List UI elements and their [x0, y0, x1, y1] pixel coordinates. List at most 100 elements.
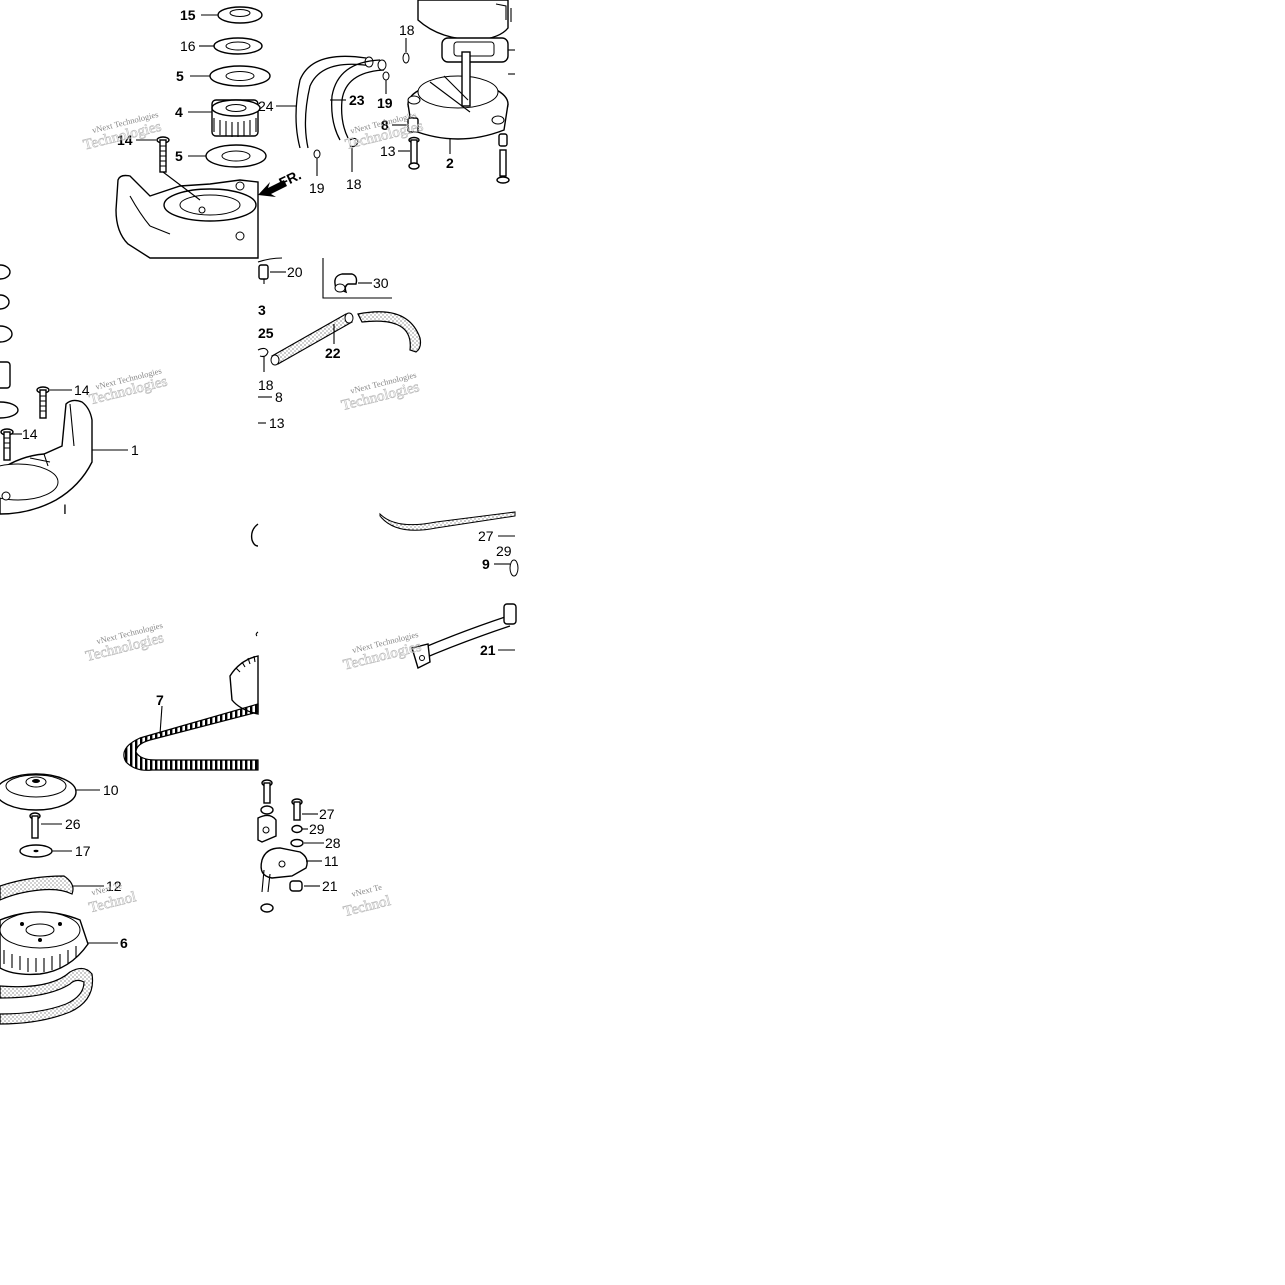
callout-13b: 13 [269, 415, 285, 431]
clip-18a [402, 52, 410, 64]
washer-16 [213, 37, 263, 55]
pulley-10 [0, 773, 77, 811]
nut-21 [289, 880, 303, 892]
washer-28 [290, 838, 304, 848]
watermark-6: Technologies vNext Technologies [341, 629, 423, 674]
callout-23: 23 [349, 92, 365, 108]
callout-7: 7 [156, 692, 164, 708]
callout-13a: 13 [380, 143, 396, 159]
washer-5b [205, 144, 267, 168]
callout-14c: 14 [22, 426, 38, 442]
bracket-1 [0, 399, 93, 515]
front-direction-arrow: FR. [258, 166, 304, 197]
tile-bottom-mid: 27 29 28 11 21 Technol [257, 779, 393, 921]
callout-8b: 8 [275, 389, 283, 405]
tile-top-right: 2 8 13 18 19 [258, 0, 515, 196]
watermark-8: Technol vNext Te [342, 882, 393, 921]
stacked-parts-left [0, 264, 19, 419]
bolt-26 [29, 812, 41, 839]
callout-18a: 18 [399, 22, 415, 38]
callout-22: 22 [325, 345, 341, 361]
callout-16: 16 [180, 38, 196, 54]
callout-30: 30 [373, 275, 389, 291]
edge-bolts [496, 133, 510, 184]
bolt-left-edge [260, 779, 274, 815]
callout-10: 10 [103, 782, 119, 798]
clip-18b [349, 137, 359, 148]
bolt-14b [36, 386, 50, 419]
callout-28: 28 [325, 835, 341, 851]
sensor-bracket-11 [260, 847, 308, 893]
tile-top-left: 15 16 5 4 14 [81, 6, 304, 259]
collar-8a [407, 117, 419, 133]
base-housing-2 [407, 51, 515, 140]
callout-25: 25 [258, 325, 274, 341]
sensor-cable-21 [411, 603, 517, 669]
callout-5a: 5 [176, 68, 184, 84]
callout-21a: 21 [480, 642, 496, 658]
sprocket-4 [211, 99, 261, 137]
plate-12 [0, 875, 74, 901]
hose-22 [270, 311, 422, 366]
washer-29 [291, 824, 303, 834]
bolt-14c [0, 428, 14, 461]
clip-19b [313, 149, 321, 159]
bolt-14a [156, 136, 170, 173]
callout-9: 9 [482, 556, 490, 572]
inset-frame [322, 258, 392, 299]
callout-5b: 5 [175, 148, 183, 164]
tile-lower-left: 7 Technologies vNext Technologies [84, 523, 259, 771]
timing-belt-lower [0, 967, 94, 1025]
callout-17: 17 [75, 843, 91, 859]
callout-21b: 21 [322, 878, 338, 894]
callout-19a: 19 [377, 95, 393, 111]
nut-edge [260, 903, 274, 913]
clip-18c [257, 347, 269, 358]
callout-19b: 19 [309, 180, 325, 196]
sprocket-6 [0, 911, 89, 976]
callout-14b: 14 [74, 382, 90, 398]
callout-3: 3 [258, 302, 266, 318]
bolt-13a [408, 136, 420, 170]
callout-14a: 14 [117, 132, 133, 148]
callout-11: 11 [324, 853, 339, 869]
collar-20 [258, 264, 269, 284]
callout-2: 2 [446, 155, 454, 171]
callout-26: 26 [65, 816, 81, 832]
tile-bottom-left: 10 26 17 12 6 [0, 773, 138, 1025]
callout-27b: 27 [319, 806, 335, 822]
tile-mid-left: 14 14 1 I Technologies vNext Technologie… [0, 264, 169, 517]
callout-8a: 8 [381, 117, 389, 133]
washer-17 [19, 844, 53, 858]
callout-18c: 18 [258, 377, 274, 393]
watermark-3: Technologies vNext Technologies [87, 365, 169, 408]
cam-sprocket [229, 655, 259, 715]
watermark-5: Technologies vNext Technologies [84, 620, 166, 665]
tile-mid-right: 20 3 25 18 8 13 30 22 [257, 257, 422, 431]
upper-cover [417, 0, 515, 63]
callout-1: 1 [131, 442, 139, 458]
clip-19a [382, 71, 390, 81]
callout-bar: I [63, 501, 67, 517]
washer-5a [209, 65, 271, 87]
callout-15: 15 [180, 7, 196, 23]
bracket-housing [115, 171, 259, 259]
callout-24: 24 [258, 98, 274, 114]
bracket-edge [257, 814, 277, 843]
tile-lower-mid: 27 29 9 21 Technologies vNext Technologi… [341, 511, 519, 674]
callout-20: 20 [287, 264, 303, 280]
bolt-27 [291, 798, 303, 821]
callout-29b: 29 [309, 821, 325, 837]
nut-15 [217, 6, 263, 24]
watermark-7: Technol vNext Te [87, 880, 138, 917]
callout-12: 12 [106, 878, 122, 894]
callout-18b: 18 [346, 176, 362, 192]
timing-belt-7 [123, 703, 259, 771]
callout-4: 4 [175, 104, 183, 120]
watermark-4: Technologies vNext Technologies [339, 370, 421, 415]
svg-text:Technol: Technol [342, 893, 393, 920]
elbow-30 [334, 273, 358, 294]
callout-27a: 27 [478, 528, 494, 544]
callout-29a: 29 [496, 543, 512, 559]
